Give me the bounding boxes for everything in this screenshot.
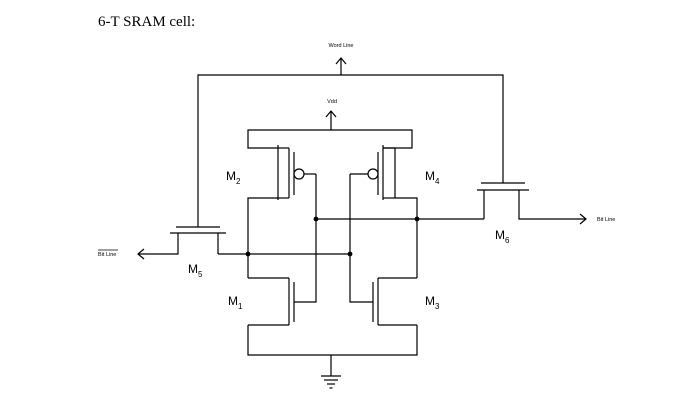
- word-line-label: Word Line: [329, 43, 354, 49]
- vdd-rail: Vdd: [247, 99, 413, 149]
- label-m2: M2: [226, 169, 241, 186]
- right-storage-node: [313, 197, 484, 278]
- label-m4: M4: [425, 169, 440, 186]
- vdd-label: Vdd: [327, 99, 337, 105]
- transistor-m6: [477, 182, 587, 225]
- junction-dot: [414, 216, 420, 222]
- label-m3: M3: [425, 294, 440, 311]
- label-m1: M1: [228, 294, 243, 311]
- transistor-m2: [277, 145, 316, 200]
- bit-line-label: Bit Line: [597, 217, 615, 223]
- junction-dot: [245, 251, 251, 257]
- label-m5: M5: [188, 262, 203, 279]
- word-line-net: Word Line: [197, 43, 504, 227]
- transistor-m4: [350, 145, 396, 200]
- transistor-m1: [248, 277, 295, 326]
- transistor-m3: [372, 277, 417, 326]
- transistor-m5: [137, 226, 226, 260]
- bit-line-bar-label: Bit Line: [98, 252, 116, 258]
- label-m6: M6: [495, 228, 510, 245]
- ground-rail: [247, 325, 418, 389]
- cross-coupled-gates: [294, 174, 373, 303]
- diagram-title: 6-T SRAM cell:: [98, 14, 196, 30]
- left-storage-node: [218, 197, 353, 278]
